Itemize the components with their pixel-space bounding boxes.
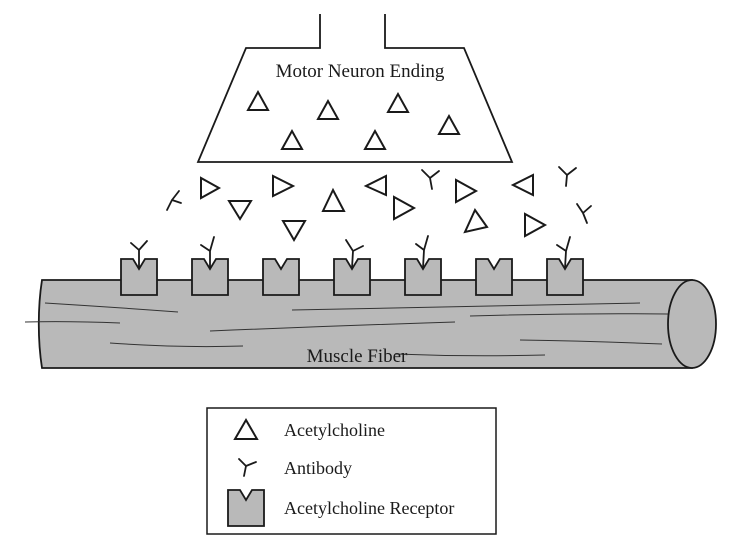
receptor-icon [333, 258, 371, 296]
muscle-striations [24, 302, 669, 357]
receptor-icon [404, 258, 442, 296]
antibody-icon [345, 239, 364, 269]
acetylcholine-triangle-icon [246, 89, 270, 111]
acetylcholine-triangle-icon [437, 113, 461, 135]
antibody-icon [576, 203, 592, 224]
bound-antibody-group [130, 235, 571, 269]
antibody-icon [556, 236, 571, 269]
antibody-icon [166, 190, 182, 211]
legend: Acetylcholine Antibody Acetylcholine Rec… [206, 407, 497, 535]
acetylcholine-triangle-icon [272, 174, 296, 198]
acetylcholine-triangle-icon [463, 207, 489, 234]
muscle-fiber-end [667, 279, 717, 369]
receptor-group [120, 258, 584, 296]
neuron-label: Motor Neuron Ending [276, 61, 445, 82]
antibody-icon [421, 169, 440, 190]
acetylcholine-triangle-icon [321, 187, 346, 212]
antibody-icon [200, 236, 215, 269]
receptor-icon [546, 258, 584, 296]
free-antibody-group [166, 166, 592, 224]
acetylcholine-triangle-icon [393, 195, 417, 221]
legend-receptor-icon [227, 489, 265, 527]
antibody-icon [130, 240, 148, 269]
acetylcholine-triangle-icon [281, 220, 307, 242]
acetylcholine-triangle-icon [455, 178, 479, 204]
acetylcholine-triangle-icon [200, 176, 222, 200]
antibody-icon [415, 235, 429, 269]
legend-label-receptor: Acetylcholine Receptor [284, 498, 454, 518]
legend-antibody-icon [238, 458, 257, 477]
cleft-acetylcholine-group [200, 173, 548, 242]
receptor-icon [120, 258, 158, 296]
motor-neuron-ending: Motor Neuron Ending [196, 14, 514, 163]
acetylcholine-triangle-icon [227, 200, 253, 221]
receptor-icon [191, 258, 229, 296]
legend-label-acetylcholine: Acetylcholine [284, 420, 385, 440]
acetylcholine-triangle-icon [280, 128, 304, 150]
muscle-fiber-label: Muscle Fiber [307, 346, 408, 367]
acetylcholine-triangle-icon [363, 128, 387, 150]
acetylcholine-triangle-icon [363, 174, 387, 197]
acetylcholine-triangle-icon [316, 98, 340, 120]
vesicle-acetylcholine-group [246, 89, 461, 150]
neuron-terminal-outline [196, 14, 514, 163]
receptor-icon [475, 258, 513, 296]
acetylcholine-triangle-icon [386, 91, 410, 113]
legend-triangle-icon [233, 418, 259, 440]
acetylcholine-triangle-icon [524, 212, 548, 238]
muscle-fiber: Muscle Fiber [24, 279, 717, 369]
receptor-icon [262, 258, 300, 296]
legend-label-antibody: Antibody [284, 458, 352, 478]
antibody-icon [558, 166, 577, 187]
acetylcholine-triangle-icon [510, 173, 534, 197]
